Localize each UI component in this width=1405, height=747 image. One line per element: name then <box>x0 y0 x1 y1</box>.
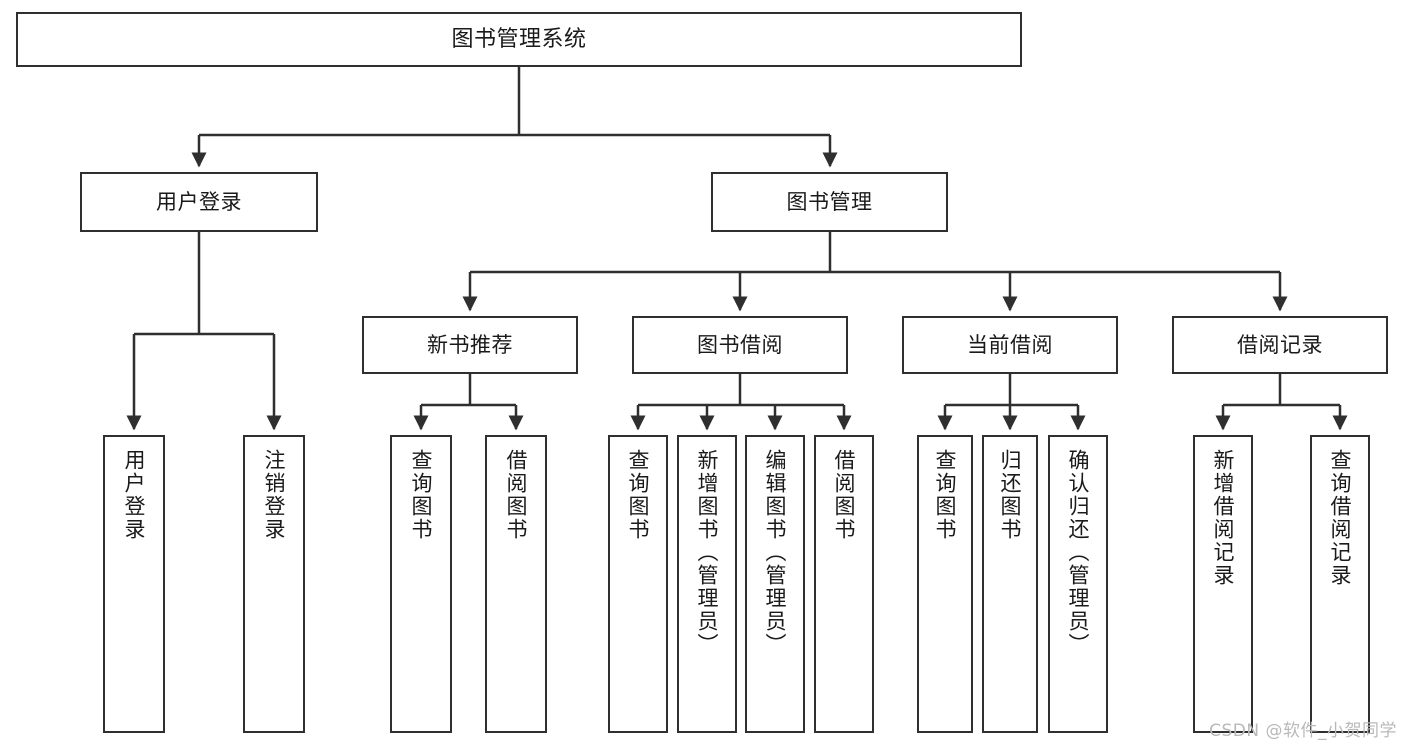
node-leaf-edit-book-label: 编辑图书（管理员） <box>763 449 788 656</box>
node-leaf-query-book-rec-label: 查询图书 <box>409 449 434 541</box>
node-leaf-edit-book[interactable]: 编辑图书（管理员） <box>745 435 805 733</box>
node-leaf-confirm-return[interactable]: 确认归还（管理员） <box>1048 435 1108 733</box>
node-leaf-query-book-borrow[interactable]: 查询图书 <box>608 435 668 733</box>
node-current-borrow[interactable]: 当前借阅 <box>902 316 1118 374</box>
node-leaf-borrow-book-rec[interactable]: 借阅图书 <box>485 435 547 733</box>
node-leaf-return-book-label: 归还图书 <box>998 449 1023 541</box>
node-user-login[interactable]: 用户登录 <box>80 172 318 232</box>
node-book-manage[interactable]: 图书管理 <box>711 172 948 232</box>
node-leaf-user-logout-label: 注销登录 <box>262 449 287 541</box>
node-leaf-add-record[interactable]: 新增借阅记录 <box>1193 435 1253 733</box>
watermark: CSDN @软件_小贺同学 <box>1209 721 1397 741</box>
node-leaf-query-book-cur[interactable]: 查询图书 <box>917 435 973 733</box>
node-leaf-query-book-borrow-label: 查询图书 <box>626 449 651 541</box>
node-leaf-add-book-label: 新增图书（管理员） <box>695 449 720 656</box>
node-leaf-borrow-book-rec-label: 借阅图书 <box>504 449 529 541</box>
node-leaf-confirm-return-label: 确认归还（管理员） <box>1066 449 1091 656</box>
node-new-book-recommend-label: 新书推荐 <box>427 332 513 357</box>
node-leaf-add-record-label: 新增借阅记录 <box>1211 449 1236 587</box>
node-root[interactable]: 图书管理系统 <box>16 12 1022 67</box>
node-current-borrow-label: 当前借阅 <box>967 332 1053 357</box>
node-leaf-return-book[interactable]: 归还图书 <box>982 435 1038 733</box>
node-borrow-record-label: 借阅记录 <box>1237 332 1323 357</box>
node-leaf-query-record-label: 查询借阅记录 <box>1328 449 1353 587</box>
node-leaf-borrow-book[interactable]: 借阅图书 <box>814 435 874 733</box>
node-leaf-user-login[interactable]: 用户登录 <box>103 435 165 733</box>
node-leaf-borrow-book-label: 借阅图书 <box>832 449 857 541</box>
node-leaf-query-book-rec[interactable]: 查询图书 <box>390 435 452 733</box>
node-root-label: 图书管理系统 <box>451 26 587 52</box>
node-user-login-label: 用户登录 <box>156 189 242 214</box>
node-book-manage-label: 图书管理 <box>786 189 873 214</box>
node-new-book-recommend[interactable]: 新书推荐 <box>362 316 578 374</box>
node-book-borrow-label: 图书借阅 <box>697 332 783 357</box>
node-leaf-query-book-cur-label: 查询图书 <box>933 449 958 541</box>
node-leaf-add-book[interactable]: 新增图书（管理员） <box>677 435 737 733</box>
node-borrow-record[interactable]: 借阅记录 <box>1172 316 1388 374</box>
node-leaf-query-record[interactable]: 查询借阅记录 <box>1310 435 1370 733</box>
node-book-borrow[interactable]: 图书借阅 <box>632 316 848 374</box>
node-leaf-user-login-label: 用户登录 <box>122 449 147 541</box>
node-leaf-user-logout[interactable]: 注销登录 <box>243 435 305 733</box>
